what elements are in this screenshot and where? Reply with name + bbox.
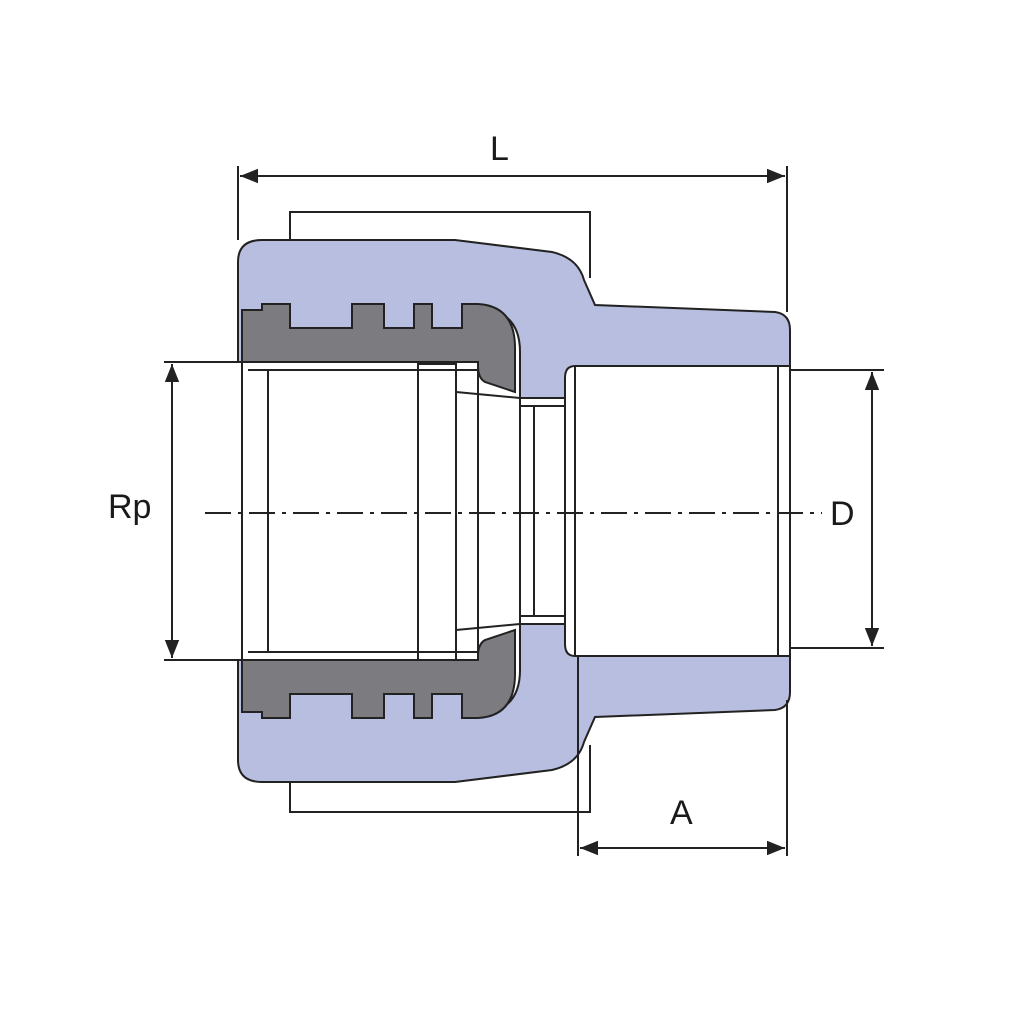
dimension-d [790,369,884,649]
dimension-rp [164,361,242,661]
bracket-bottom [289,745,591,813]
insert-bottom [241,628,516,719]
label-diameter: D [830,495,855,533]
label-socket-depth: A [670,794,693,832]
bore-outline [241,361,791,661]
label-length: L [490,130,509,168]
dimension-l [237,166,788,312]
dimension-a [577,656,788,856]
insert-top [241,303,516,394]
bracket-top [289,211,591,278]
label-thread: Rp [108,488,152,526]
